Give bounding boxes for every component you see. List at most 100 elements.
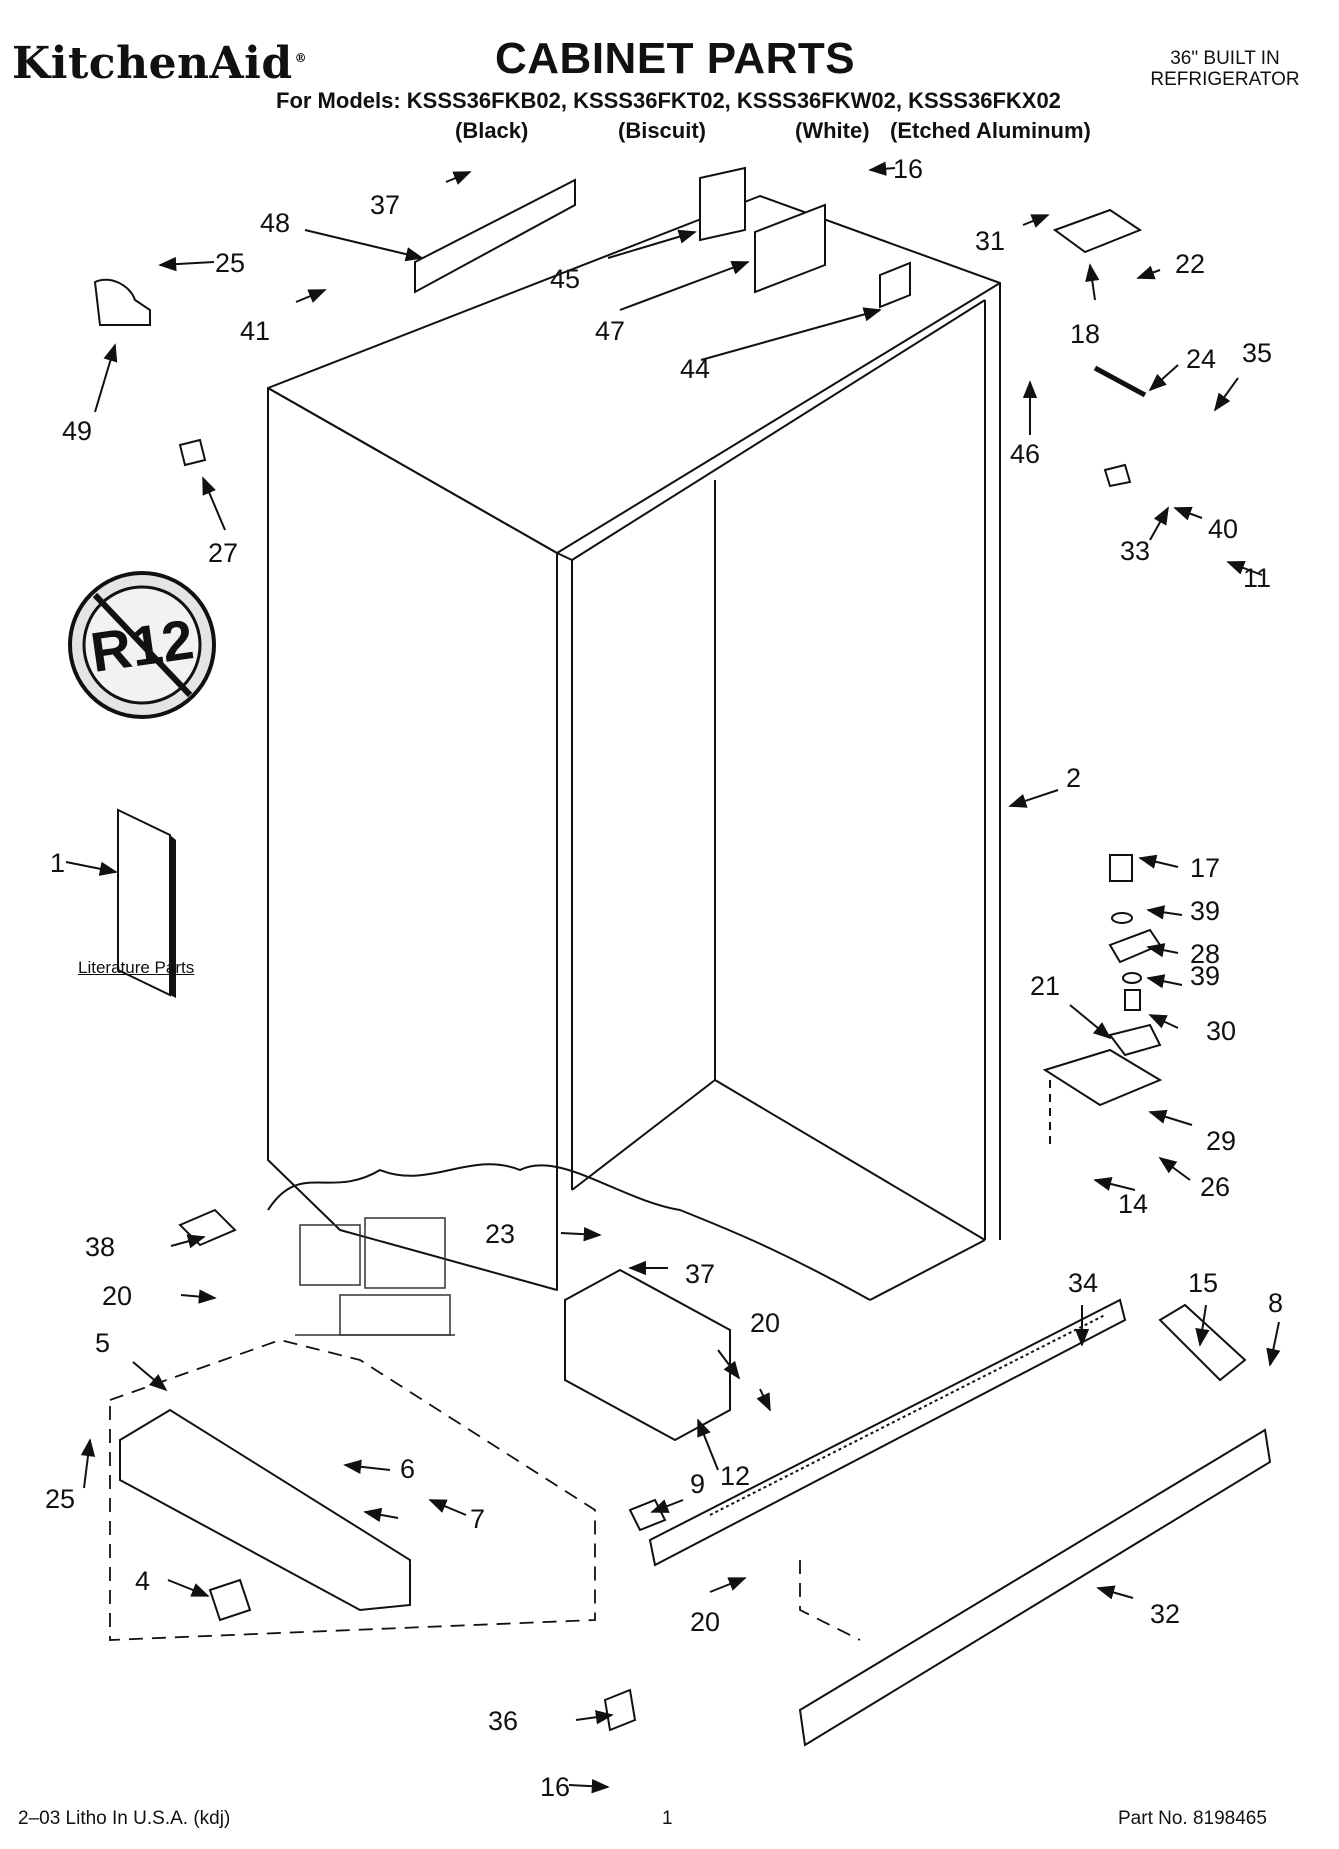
callout-40: 40: [1208, 514, 1238, 544]
callout-20-bottom: 20: [690, 1607, 720, 1637]
part-29-hinge: [1042, 1048, 1163, 1107]
top-components: [93, 166, 1143, 467]
color-etched-aluminum: (Etched Aluminum): [890, 118, 1091, 143]
callout-6: 6: [400, 1454, 415, 1484]
callout-14: 14: [1118, 1189, 1148, 1219]
callout-36: 36: [488, 1706, 518, 1736]
cutaway-edge: [267, 1163, 871, 1301]
hinge-hardware: [1042, 365, 1163, 1150]
callout-17: 17: [1190, 853, 1220, 883]
callout-41: 41: [240, 316, 270, 346]
callout-11: 11: [1243, 563, 1271, 593]
callout-22: 22: [1175, 249, 1205, 279]
callout-18: 18: [1070, 319, 1100, 349]
leader-arrows: [65, 161, 1281, 1794]
callout-38: 38: [85, 1232, 115, 1262]
callout-27: 27: [208, 538, 238, 568]
part-17-pin: [1109, 854, 1133, 882]
base-assembly-outline: [109, 1339, 596, 1641]
callout-8: 8: [1268, 1288, 1283, 1318]
compressor-area: [295, 1217, 455, 1336]
registered-mark: ®: [294, 51, 308, 66]
part-33-bracket: [1103, 463, 1132, 488]
callout-26: 26: [1200, 1172, 1230, 1202]
callout-48: 48: [260, 208, 290, 238]
part-28-hinge: [1108, 928, 1162, 964]
bottom-components: [119, 1208, 1272, 1747]
callout-25-top: 25: [215, 248, 245, 278]
appliance-type: 36" BUILT IN REFRIGERATOR: [1110, 48, 1339, 90]
color-white: (White): [795, 118, 870, 143]
callout-47: 47: [595, 316, 625, 346]
callout-39-lower: 39: [1190, 961, 1220, 991]
part-21-hinge-cover: [1108, 1023, 1162, 1057]
callout-16-top: 16: [893, 154, 923, 184]
callout-37-top: 37: [370, 190, 400, 220]
appliance-type-line1: 36" BUILT IN: [1170, 48, 1280, 69]
callout-21: 21: [1030, 971, 1060, 1001]
part-4-roller: [208, 1578, 252, 1622]
part-49-clamp: [93, 278, 151, 326]
callout-30: 30: [1206, 1016, 1236, 1046]
kitchenaid-logo: KitchenAid®: [12, 38, 307, 89]
literature-booklet: [117, 808, 176, 998]
part-38-bracket: [178, 1208, 237, 1247]
callout-2: 2: [1066, 763, 1081, 793]
callout-35: 35: [1242, 338, 1272, 368]
part-45-bracket: [699, 166, 746, 242]
callout-20-left: 20: [102, 1281, 132, 1311]
callout-5: 5: [95, 1328, 110, 1358]
callout-49: 49: [62, 416, 92, 446]
callout-37-middle: 37: [685, 1259, 715, 1289]
part-39-washer: [1111, 912, 1133, 924]
brand-name: KitchenAid: [12, 38, 293, 89]
callout-15: 15: [1188, 1268, 1218, 1298]
callout-1: 1: [50, 848, 65, 878]
part-18-hinge: [1052, 208, 1143, 254]
callout-25-bottom: 25: [45, 1484, 75, 1514]
callout-4: 4: [135, 1566, 150, 1596]
callout-32: 32: [1150, 1599, 1180, 1629]
part-12-pan: [564, 1268, 731, 1442]
callout-9: 9: [690, 1469, 705, 1499]
part-5-rail: [119, 1408, 411, 1612]
part-44-clip: [879, 261, 911, 309]
callout-16-bottom: 16: [540, 1772, 570, 1802]
literature-parts-label: Literature Parts: [78, 958, 195, 977]
no-r12-badge: R12: [68, 571, 216, 719]
part-48-panel: [414, 178, 576, 294]
callout-29: 29: [1206, 1126, 1236, 1156]
page-title: CABINET PARTS: [495, 34, 856, 83]
callout-46: 46: [1010, 439, 1040, 469]
callout-7: 7: [470, 1504, 485, 1534]
color-biscuit: (Biscuit): [618, 118, 706, 143]
part-34-grille: [648, 1298, 1127, 1567]
part-36-bracket: [603, 1688, 637, 1732]
color-black: (Black): [455, 118, 529, 143]
part-24-spring: [1093, 365, 1147, 398]
part-32-toe-grille: [798, 1428, 1272, 1747]
part-15-cylinder: [1158, 1303, 1247, 1382]
callout-34: 34: [1068, 1268, 1098, 1298]
part-27-clip: [178, 438, 207, 467]
part-30-bushing: [1124, 989, 1141, 1011]
callout-23: 23: [485, 1219, 515, 1249]
callout-44: 44: [680, 354, 710, 384]
callout-numbers: 1 2 4 5 6 7 8 9 11 12 14 15 16 16 17 18 …: [45, 154, 1283, 1802]
callout-39-upper: 39: [1190, 896, 1220, 926]
part-9-clip: [628, 1498, 667, 1532]
callout-28: 28: [1190, 939, 1220, 969]
callout-12: 12: [720, 1461, 750, 1491]
callout-24: 24: [1186, 344, 1216, 374]
callout-45: 45: [550, 264, 580, 294]
callout-33: 33: [1120, 536, 1150, 566]
cabinet-body: [267, 195, 1001, 1301]
part-47-bracket: [754, 203, 826, 294]
footer-print-info: 2–03 Litho In U.S.A. (kdj): [18, 1808, 231, 1829]
callout-31: 31: [975, 226, 1005, 256]
model-list: For Models: KSSS36FKB02, KSSS36FKT02, KS…: [276, 88, 1061, 113]
footer-part-number: Part No. 8198465: [1118, 1808, 1267, 1829]
footer-page-number: 1: [662, 1808, 673, 1829]
appliance-type-line2: REFRIGERATOR: [1150, 69, 1300, 90]
